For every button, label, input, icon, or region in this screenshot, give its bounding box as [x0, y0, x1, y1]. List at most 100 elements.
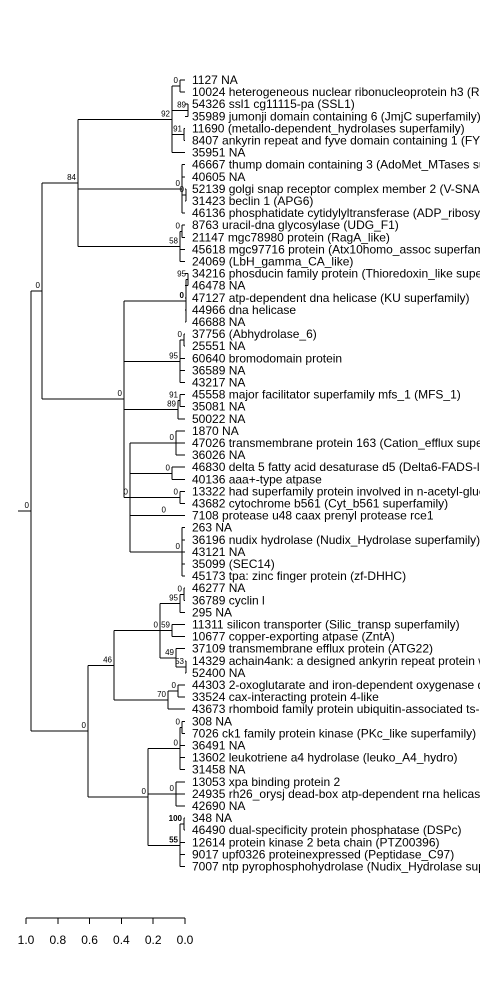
support-value: 0 — [118, 389, 123, 398]
leaf-label: 37756 (Abhydrolase_6) — [192, 327, 317, 341]
leaf-label: 43121 NA — [192, 545, 245, 559]
leaf-label: 60640 bromodomain protein — [192, 351, 342, 365]
leaf-label: 31423 beclin 1 (APG6) — [192, 194, 313, 208]
support-value: 0 — [176, 179, 181, 188]
support-value: 95 — [177, 270, 186, 279]
leaf-label: 36026 NA — [192, 448, 245, 462]
support-value: 0 — [124, 487, 129, 496]
leaf-label: 37109 transmembrane efflux protein (ATG2… — [192, 642, 433, 656]
support-value: 0 — [174, 739, 179, 748]
leaf-label: 36789 cyclin l — [192, 593, 265, 607]
support-value: 0 — [172, 681, 177, 690]
leaf-label: 1127 NA — [192, 73, 238, 87]
leaf-label: 10024 heterogeneous nuclear ribonucleopr… — [192, 85, 480, 99]
support-value: 0 — [170, 433, 175, 442]
leaf-label: 31458 NA — [192, 763, 245, 777]
leaf-label: 43673 rhomboid family protein ubiquitin-… — [192, 702, 480, 716]
leaf-label: 12614 protein kinase 2 beta chain (PTZ00… — [192, 835, 440, 849]
support-value: 0 — [154, 621, 159, 630]
leaf-label: 11311 silicon transporter (Silic_transp … — [192, 618, 460, 632]
support-value: 0 — [178, 584, 183, 593]
leaf-label: 1870 NA — [192, 424, 239, 438]
support-value: 0 — [82, 721, 87, 730]
support-value: 70 — [157, 690, 166, 699]
leaf-label: 35951 NA — [192, 146, 245, 160]
leaf-label: 40605 NA — [192, 170, 245, 184]
leaf-label: 21147 mgc78980 protein (RagA_like) — [192, 230, 390, 244]
leaf-label: 8407 ankyrin repeat and fyve domain cont… — [192, 134, 480, 148]
support-value: 89 — [167, 400, 176, 409]
support-value: 0 — [166, 463, 171, 472]
leaf-label: 43217 NA — [192, 376, 245, 390]
support-value: 0 — [180, 185, 185, 194]
leaf-label: 14329 achain4ank: a designed ankyrin rep… — [192, 654, 480, 668]
axis-tick-label: 0.0 — [177, 933, 194, 947]
leaf-label: 35099 (SEC14) — [192, 557, 275, 571]
leaf-label: 47026 transmembrane protein 163 (Cation_… — [192, 436, 480, 450]
axis-tick-label: 0.2 — [145, 933, 162, 947]
leaf-label: 45173 tpa: zinc finger protein (zf-DHHC) — [192, 569, 406, 583]
leaf-label: 10677 copper-exporting atpase (ZntA) — [192, 630, 395, 644]
leaf-label: 46688 NA — [192, 315, 245, 329]
support-value: 0 — [176, 221, 181, 230]
leaf-label: 263 NA — [192, 521, 232, 535]
leaf-label: 7007 ntp pyrophosphohydrolase (Nudix_Hyd… — [192, 860, 480, 874]
leaf-label: 35989 jumonji domain containing 6 (JmjC … — [192, 109, 480, 123]
bootstrap-support-labels: 0899192000588495009591890000000009559534… — [25, 76, 187, 844]
leaf-label: 7108 protease u48 caax prenyl protease r… — [192, 509, 434, 523]
leaf-label: 34216 phosducin family protein (Thioredo… — [192, 267, 480, 281]
leaf-label: 42690 NA — [192, 799, 245, 813]
leaf-label: 44303 2-oxoglutarate and iron-dependent … — [192, 678, 480, 692]
support-value: 0 — [174, 487, 179, 496]
leaf-label: 40136 aaa+-type atpase — [192, 472, 322, 486]
leaf-label: 13053 xpa binding protein 2 — [192, 775, 340, 789]
support-value: 0 — [25, 501, 30, 510]
support-value: 0 — [162, 506, 167, 515]
support-value: 46 — [103, 655, 112, 664]
leaf-label: 52139 golgi snap receptor complex member… — [192, 182, 480, 196]
leaf-label: 308 NA — [192, 714, 232, 728]
support-value: 0 — [170, 784, 175, 793]
leaf-label: 46478 NA — [192, 279, 245, 293]
axis-tick-label: 0.4 — [113, 933, 130, 947]
leaf-label: 9017 upf0326 proteinexpressed (Peptidase… — [192, 847, 454, 861]
support-value: 91 — [169, 391, 178, 400]
support-value: 0 — [176, 542, 181, 551]
support-value: 58 — [169, 236, 178, 245]
axis-tick-label: 0.8 — [49, 933, 66, 947]
leaf-label: 46490 dual-specificity protein phosphata… — [192, 823, 461, 837]
axis-tick-label: 0.6 — [81, 933, 98, 947]
support-value: 53 — [175, 657, 184, 666]
leaf-label: 44966 dna helicase — [192, 303, 296, 317]
tree-branches — [18, 79, 189, 867]
support-value: 100 — [169, 814, 183, 823]
support-value: 55 — [169, 835, 178, 844]
leaf-label: 25551 NA — [192, 339, 245, 353]
support-value: 49 — [165, 648, 174, 657]
leaf-label: 52400 NA — [192, 666, 245, 680]
leaf-label: 46136 phosphatidate cytidylyltransferase… — [192, 206, 480, 220]
leaf-label: 45618 mgc97716 protein (Atx10homo_assoc … — [192, 242, 480, 256]
leaf-label: 54326 ssl1 cg11115-pa (SSL1) — [192, 97, 355, 111]
support-value: 91 — [173, 124, 182, 133]
leaf-label: 36589 NA — [192, 363, 245, 377]
support-value: 95 — [169, 351, 178, 360]
support-value: 59 — [161, 621, 170, 630]
leaf-label: 43682 cytochrome b561 (Cyt_b561 superfam… — [192, 497, 448, 511]
support-value: 84 — [67, 173, 76, 182]
support-value: 0 — [174, 76, 179, 85]
leaf-label: 50022 NA — [192, 412, 245, 426]
leaf-label: 35081 NA — [192, 400, 245, 414]
leaf-label: 36491 NA — [192, 739, 245, 753]
leaf-label: 13322 had superfamily protein involved i… — [192, 484, 480, 498]
leaf-label: 45558 major facilitator superfamily mfs_… — [192, 388, 461, 402]
support-value: 0 — [178, 330, 183, 339]
leaf-label: 13602 leukotriene a4 hydrolase (leuko_A4… — [192, 751, 458, 765]
leaf-label: 46277 NA — [192, 581, 245, 595]
support-value: 0 — [176, 717, 181, 726]
leaf-label: 33524 cax-interacting protein 4-like — [192, 690, 379, 704]
leaf-label: 36196 nudix hydrolase (Nudix_Hydrolase s… — [192, 533, 480, 547]
